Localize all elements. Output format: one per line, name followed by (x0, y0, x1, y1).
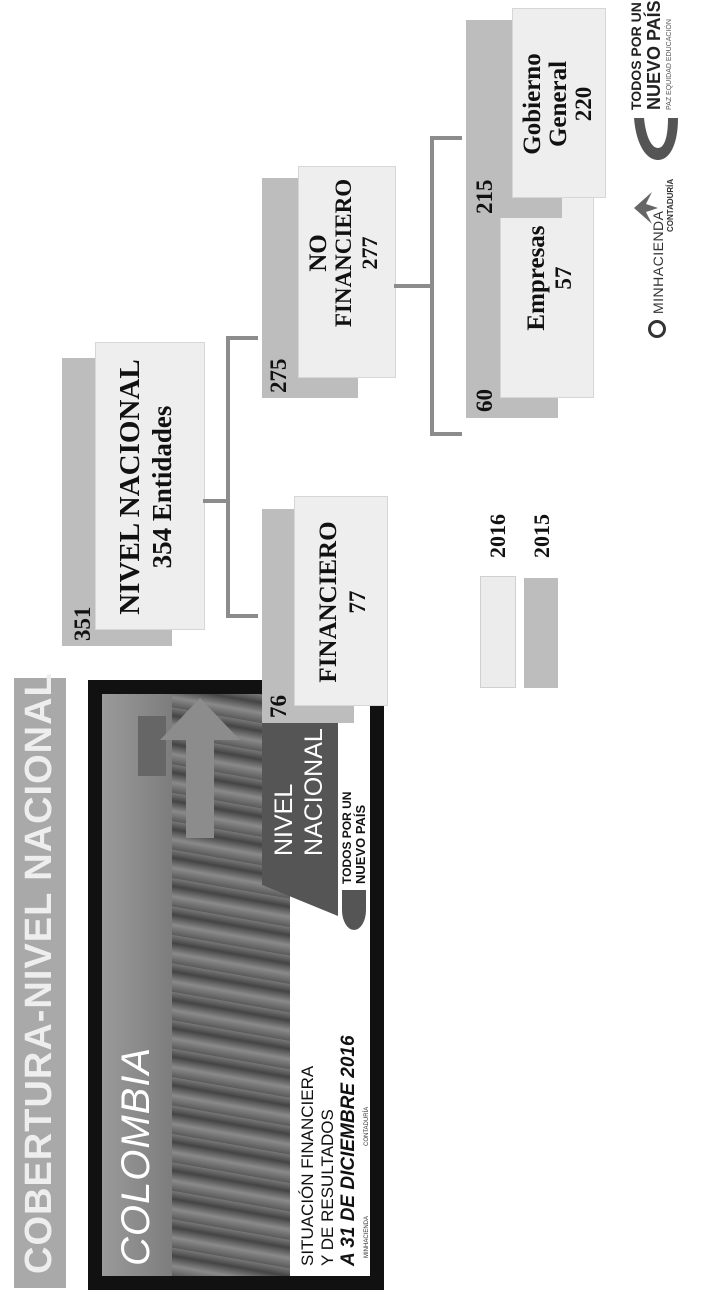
cover-subtitle-1: SITUACIÓN FINANCIERA (298, 1065, 317, 1266)
cover-subtitle-3: A 31 DE DICIEMBRE 2016 (338, 1035, 359, 1266)
gobierno-label-3: 220 (571, 86, 596, 122)
cover-country: COLOMBIA (114, 1046, 158, 1266)
minhacienda-seal-icon (648, 320, 666, 338)
cover-subtitle-2: Y DE RESULTADOS (318, 1109, 337, 1266)
connector (226, 338, 230, 618)
connector (430, 136, 462, 140)
root-label-1: NIVEL NACIONAL (114, 359, 146, 615)
nuevo-pais-logo-icon (630, 114, 682, 164)
root-2015-value: 351 (70, 606, 95, 642)
cover-logo-line2: NUEVO PAÍS (353, 804, 368, 884)
no-financiero-2015-value: 275 (266, 358, 291, 394)
no-financiero-label-3: 277 (357, 236, 382, 270)
no-financiero-label-2: FINANCIERO (331, 178, 356, 328)
gobierno-label-1: Gobierno (519, 53, 546, 155)
cover-small-logo-1: MINHACIENDA (364, 1215, 370, 1258)
contaduria-logo-icon (632, 188, 660, 228)
connector (203, 499, 228, 503)
legend-swatch-2016 (480, 576, 516, 688)
legend-label-2015: 2015 (529, 514, 554, 558)
connector (226, 336, 258, 340)
gobierno-2015-value: 215 (472, 179, 497, 215)
cover-badge-line1: NIVEL (270, 783, 298, 856)
nuevo-pais-logo-line2: NUEVO PAÍS (644, 0, 664, 110)
connector (226, 614, 258, 618)
legend-label-2016: 2016 (485, 514, 510, 558)
gobierno-label-2: General (545, 60, 572, 148)
connector (430, 432, 462, 436)
cover-logo-line1: TODOS POR UN (340, 791, 354, 884)
cover-logo-mark (342, 890, 366, 930)
financiero-label-1: FINANCIERO (315, 521, 342, 683)
nuevo-pais-logo-line1: TODOS POR UN (628, 2, 644, 110)
contaduria-logo-text: CONTADURÍA (666, 178, 675, 232)
financiero-2015-value: 76 (266, 695, 291, 718)
arrow-right-icon (160, 698, 245, 838)
no-financiero-label-1: NO (305, 234, 332, 272)
cover-badge-line2: NACIONAL (300, 728, 328, 856)
cover-small-logo-2: CONTADURÍA (364, 1106, 370, 1146)
page-title: COBERTURA-NIVEL NACIONAL (18, 672, 60, 1274)
root-label-2: 354 Entidades (147, 405, 177, 569)
connector (394, 284, 432, 288)
financiero-label-2: 77 (345, 590, 370, 614)
legend-swatch-2015 (524, 578, 558, 688)
nuevo-pais-logo-line3: PAZ EQUIDAD EDUCACIÓN (666, 19, 673, 110)
empresas-2015-value: 60 (472, 389, 497, 412)
